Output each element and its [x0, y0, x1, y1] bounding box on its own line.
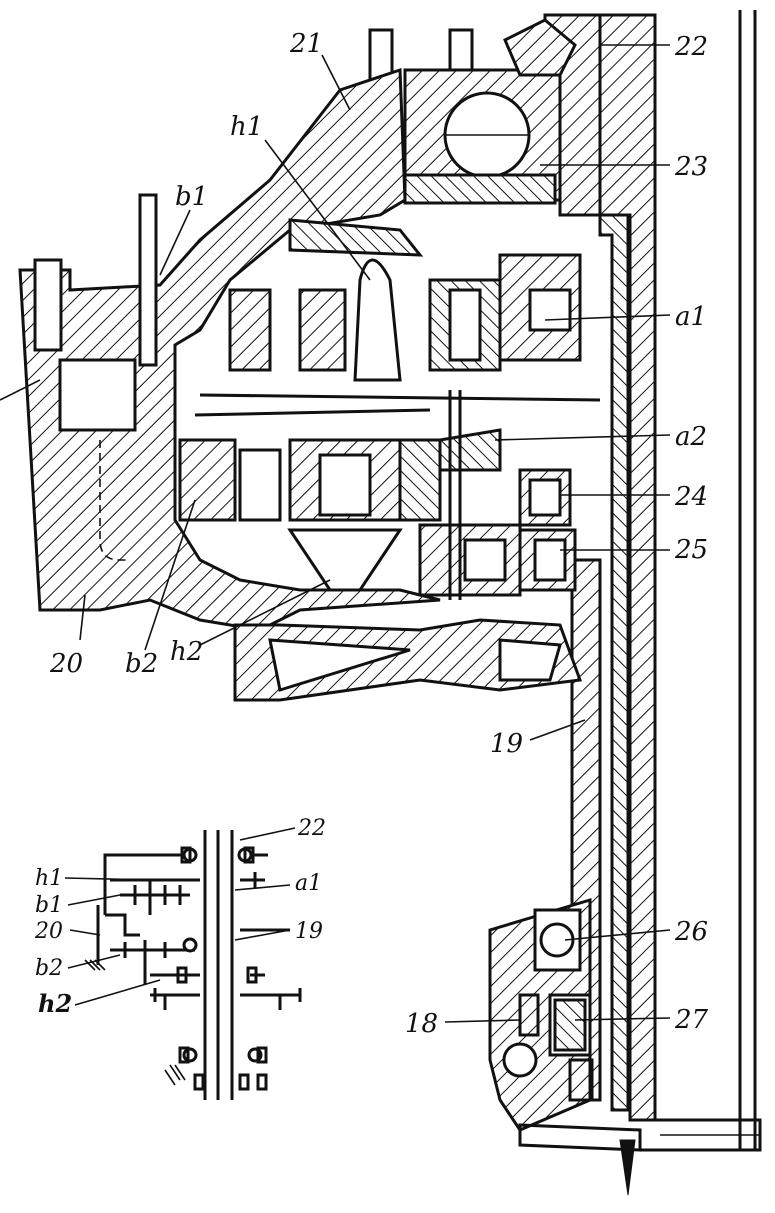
schematic-label-b2: b2 [35, 956, 63, 981]
schematic-label-19: 19 [295, 919, 323, 944]
label-25: 25 [674, 535, 708, 565]
label-24: 24 [674, 482, 708, 512]
label-a1: a1 [675, 302, 707, 332]
schematic-label-20: 20 [34, 919, 63, 944]
label-b2: b2 [125, 649, 158, 679]
label-b1: b1 [175, 182, 208, 212]
label-18: 18 [405, 1009, 438, 1039]
label-26: 26 [674, 917, 708, 947]
bottom-bearing-housing [488, 897, 642, 1152]
label-h2: h2 [170, 637, 203, 667]
label-27: 27 [674, 1005, 709, 1035]
schematic-label-22: 22 [297, 816, 326, 841]
top-bearing-housing [368, 13, 602, 217]
schematic-label-h2: h2 [38, 989, 72, 1018]
planetary-stage-2 [178, 390, 577, 600]
label-20: 20 [49, 649, 83, 679]
kinematic-schematic: 22 h1 a1 b1 20 19 b2 h2 [34, 816, 326, 1100]
main-labels: 22 21 23 h1 b1 a1 a2 24 25 20 b2 h2 19 2… [49, 29, 709, 1039]
housing-20 [0, 67, 441, 632]
label-22: 22 [674, 32, 708, 62]
schematic-label-h1: h1 [35, 866, 63, 891]
planetary-stage-1 [194, 218, 601, 417]
shaft-casing-19 [570, 10, 762, 1196]
label-h1: h1 [230, 112, 263, 142]
label-a2: a2 [675, 422, 707, 452]
label-23: 23 [674, 152, 708, 182]
label-21: 21 [289, 29, 323, 59]
main-section [0, 10, 762, 1196]
leader-lines [79, 44, 671, 1023]
lower-bracket [233, 618, 583, 702]
schematic-label-a1: a1 [295, 871, 322, 896]
label-19: 19 [490, 729, 523, 759]
schematic-label-b1: b1 [35, 893, 63, 918]
